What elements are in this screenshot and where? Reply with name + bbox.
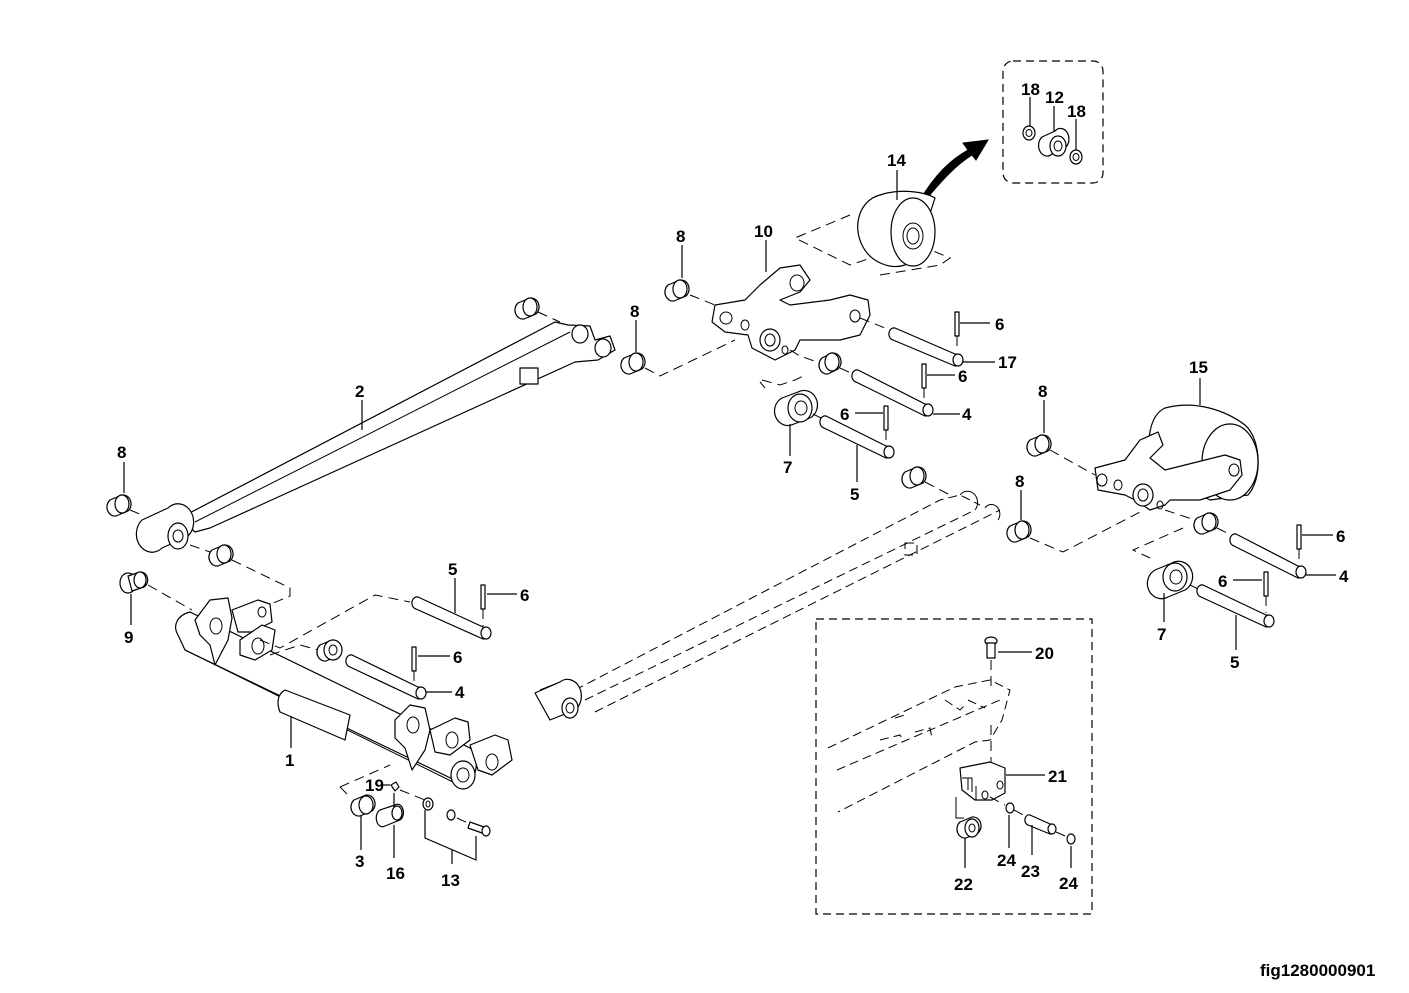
part-10-wheel-bracket: 10 bbox=[711, 222, 871, 361]
callout-18-left: 18 bbox=[1021, 80, 1040, 99]
part-23-pin: 23 bbox=[1021, 814, 1057, 881]
part-19-grease-nipple: 19 bbox=[365, 776, 426, 801]
callout-8-left: 8 bbox=[117, 443, 126, 462]
detail-box-border bbox=[1002, 60, 1104, 184]
callout-7-mid: 7 bbox=[783, 458, 792, 477]
part-17-pin: 17 bbox=[859, 317, 1017, 372]
part-16-pin: 16 bbox=[375, 793, 405, 883]
part-5-pin-left: 5 bbox=[259, 560, 492, 649]
callout-5-right: 5 bbox=[1230, 653, 1239, 672]
part-13-fastener-set: 13 bbox=[422, 797, 491, 890]
part-5-pin-right: 5 bbox=[1196, 584, 1275, 672]
detail-inset-wheel-bearings: 18 12 18 bbox=[1002, 60, 1104, 184]
callout-3: 3 bbox=[355, 852, 364, 871]
callout-6-mid-bot: 6 bbox=[840, 405, 849, 424]
detail-box-fork bbox=[815, 618, 1093, 915]
part-8-bushing-rod-top bbox=[514, 297, 561, 323]
part-6-roll-pin-left-top: 6 bbox=[480, 584, 529, 626]
part-24-retaining-ring-right: 24 bbox=[1059, 833, 1078, 893]
callout-8-right-bot: 8 bbox=[1015, 472, 1024, 491]
callout-8-right-top: 8 bbox=[1038, 382, 1047, 401]
part-2-push-rod-ghost bbox=[534, 490, 1001, 721]
part-6-roll-pin-right-bot: 6 bbox=[1218, 571, 1269, 613]
callout-6-left-top: 6 bbox=[520, 586, 529, 605]
callout-19: 19 bbox=[365, 776, 384, 795]
callout-24-left: 24 bbox=[997, 851, 1016, 870]
callout-4-right: 4 bbox=[1339, 567, 1349, 586]
callout-9: 9 bbox=[124, 628, 133, 647]
callout-13: 13 bbox=[441, 871, 460, 890]
callout-6-left-bot: 6 bbox=[453, 648, 462, 667]
callout-6-right-top: 6 bbox=[1336, 527, 1345, 546]
figure-id-label: fig1280000901 bbox=[1260, 961, 1375, 980]
part-bushing-left-axle bbox=[269, 639, 343, 662]
callout-5-mid: 5 bbox=[850, 485, 859, 504]
callout-22: 22 bbox=[954, 875, 973, 894]
part-14-load-wheel: 14 bbox=[793, 151, 952, 276]
callout-6-right-bot: 6 bbox=[1218, 572, 1227, 591]
part-24-retaining-ring-left: 24 bbox=[997, 802, 1016, 870]
part-20-screw: 20 bbox=[984, 636, 1054, 690]
callout-15: 15 bbox=[1189, 358, 1208, 377]
part-3-bushing: 3 bbox=[339, 764, 391, 871]
part-8-bushing-top: 8 bbox=[664, 227, 716, 306]
callout-4-mid: 4 bbox=[962, 405, 972, 424]
part-7-roller-mid: 7 bbox=[759, 374, 819, 477]
part-21-roller-bracket: 21 bbox=[959, 761, 1067, 801]
callout-21: 21 bbox=[1048, 767, 1067, 786]
part-2-push-rod: 2 bbox=[135, 321, 616, 553]
part-5-pin-mid: 5 bbox=[812, 413, 895, 504]
part-6-roll-pin-mid-mid: 6 bbox=[921, 363, 967, 402]
part-4-pin-mid: 4 bbox=[851, 369, 972, 424]
callout-4-left: 4 bbox=[455, 683, 465, 702]
part-6-roll-pin-left-bot: 6 bbox=[411, 646, 462, 686]
part-15-load-wheel-assembly: 15 bbox=[1094, 358, 1259, 511]
callout-17: 17 bbox=[998, 353, 1017, 372]
part-8-bushing-under-bracket bbox=[789, 349, 856, 376]
part-1-axle-tube: 1 bbox=[175, 597, 513, 790]
callout-12: 12 bbox=[1045, 88, 1064, 107]
part-18-right-bearing bbox=[1069, 149, 1083, 165]
part-8-bushing-ghost-rod bbox=[901, 466, 951, 496]
part-9-flanged-bushing: 9 bbox=[119, 571, 193, 647]
part-4-pin-left: 4 bbox=[345, 654, 465, 702]
fork-tip-ghost bbox=[827, 679, 1011, 813]
part-7-roller-right: 7 bbox=[1131, 527, 1201, 644]
part-6-roll-pin-mid-bot: 6 bbox=[840, 405, 889, 444]
part-8-bushing-right-top: 8 bbox=[1026, 382, 1096, 476]
part-12-spacer bbox=[1037, 127, 1070, 157]
detail-arrow-icon bbox=[919, 139, 989, 203]
part-6-roll-pin-mid-top: 6 bbox=[954, 311, 1004, 352]
part-8-bushing-rod-end bbox=[189, 544, 291, 616]
part-4-pin-right: 4 bbox=[1229, 533, 1349, 586]
callout-2: 2 bbox=[355, 382, 364, 401]
part-8-bushing-left: 8 bbox=[106, 443, 143, 517]
callout-5-left: 5 bbox=[448, 560, 457, 579]
callout-23: 23 bbox=[1021, 862, 1040, 881]
part-bushing-right-under bbox=[1164, 509, 1234, 537]
part-18-left-bearing bbox=[1022, 125, 1036, 141]
part-6-roll-pin-right-top: 6 bbox=[1296, 524, 1345, 565]
part-22-roller: 22 bbox=[954, 797, 982, 894]
callout-6-mid-mid: 6 bbox=[958, 367, 967, 386]
callout-7-right: 7 bbox=[1157, 625, 1166, 644]
callout-18-right: 18 bbox=[1067, 102, 1086, 121]
callout-10: 10 bbox=[754, 222, 773, 241]
callout-16: 16 bbox=[386, 864, 405, 883]
callout-8-mid: 8 bbox=[630, 302, 639, 321]
callout-1: 1 bbox=[285, 751, 294, 770]
callout-20: 20 bbox=[1035, 644, 1054, 663]
part-8-bushing-mid: 8 bbox=[620, 302, 736, 377]
callout-8-top: 8 bbox=[676, 227, 685, 246]
detail-inset-fork-roller: 20 21 22 24 23 bbox=[815, 618, 1093, 915]
callout-24-right: 24 bbox=[1059, 874, 1078, 893]
callout-14: 14 bbox=[887, 151, 906, 170]
part-8-bushing-right-bot: 8 bbox=[1006, 472, 1141, 553]
callout-6-mid-top: 6 bbox=[995, 315, 1004, 334]
